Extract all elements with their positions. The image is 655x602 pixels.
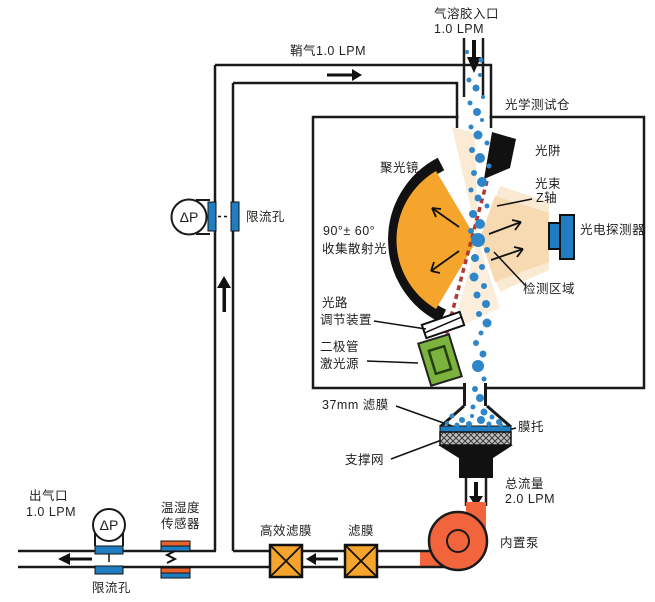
total-flow-label: 总流量 bbox=[505, 477, 545, 491]
dp-gauge-top-text: ΔP bbox=[179, 209, 199, 225]
photodetector-label: 光电探测器 bbox=[580, 223, 646, 237]
light-trap-label: 光阱 bbox=[535, 144, 562, 158]
flow-arrow-between-filters bbox=[306, 553, 338, 565]
hepa-filter-label: 高效滤膜 bbox=[260, 524, 313, 538]
filter-membrane-37mm bbox=[439, 425, 512, 433]
collection-angle-label: 90°± 60° bbox=[323, 224, 376, 238]
beam-adjuster-label-1: 光路 bbox=[322, 296, 349, 310]
outlet-label: 出气口 bbox=[29, 489, 69, 503]
beam-label: 光束 bbox=[535, 177, 562, 191]
dp-gauge-top bbox=[170, 198, 240, 236]
condenser-label: 聚光镜 bbox=[380, 161, 420, 175]
sheath-up-arrow bbox=[217, 276, 231, 312]
filter-holder-assembly bbox=[438, 383, 513, 506]
orifice-label-bottom: 限流孔 bbox=[92, 581, 132, 595]
dp-gauge-bottom bbox=[92, 508, 126, 575]
sheath-flow-arrow bbox=[327, 69, 362, 81]
diode-laser-label-2: 激光源 bbox=[320, 357, 360, 371]
hepa-filter-box bbox=[268, 543, 304, 579]
outlet-flow-label: 1.0 LPM bbox=[26, 505, 77, 519]
collection-text-label: 收集散射光 bbox=[322, 242, 388, 256]
dp-gauge-bottom-text: ΔP bbox=[99, 517, 119, 533]
membrane-holder-label: 膜托 bbox=[518, 420, 545, 434]
th-sensor-label-2: 传感器 bbox=[161, 517, 201, 531]
pointer-lines bbox=[366, 198, 533, 460]
filter-label: 滤膜 bbox=[348, 524, 375, 538]
support-mesh bbox=[439, 431, 512, 446]
particle-stream bbox=[445, 50, 503, 428]
pump-inlet-arrow bbox=[469, 482, 483, 507]
outlet-flow-arrow bbox=[58, 553, 92, 565]
light-trap bbox=[484, 132, 516, 179]
total-flow-value: 2.0 LPM bbox=[505, 492, 556, 506]
diode-laser bbox=[417, 333, 463, 387]
support-mesh-label: 支撑网 bbox=[345, 453, 385, 467]
inlet-down-arrow bbox=[467, 40, 481, 73]
filter-box bbox=[343, 543, 379, 579]
inline-filters bbox=[268, 543, 379, 579]
orifice-label-top: 限流孔 bbox=[246, 210, 286, 224]
aerosol-inlet-flow: 1.0 LPM bbox=[434, 22, 485, 36]
filter-37mm-label: 37mm 滤膜 bbox=[322, 398, 389, 412]
th-sensor-label-1: 温湿度 bbox=[161, 501, 201, 515]
beam-adjuster-label-2: 调节装置 bbox=[320, 313, 373, 327]
z-axis-label: Z轴 bbox=[536, 191, 558, 205]
beam-adjuster bbox=[420, 310, 466, 340]
condenser-mirror bbox=[388, 157, 477, 323]
sheath-gas-label: 鞘气1.0 LPM bbox=[290, 44, 367, 58]
temp-humidity-sensor bbox=[160, 540, 191, 579]
detection-area-label: 检测区域 bbox=[523, 282, 576, 296]
sheath-piping bbox=[213, 38, 493, 551]
diode-laser-label-1: 二极管 bbox=[320, 340, 360, 354]
internal-pump-label: 内置泵 bbox=[500, 536, 540, 550]
scatter-arrows bbox=[430, 207, 524, 274]
optical-chamber-label: 光学测试仓 bbox=[505, 98, 571, 112]
aerosol-inlet-label: 气溶胶入口 bbox=[434, 7, 500, 21]
photodetector bbox=[548, 214, 575, 260]
internal-pump bbox=[420, 502, 489, 572]
laser-beam bbox=[441, 180, 489, 348]
